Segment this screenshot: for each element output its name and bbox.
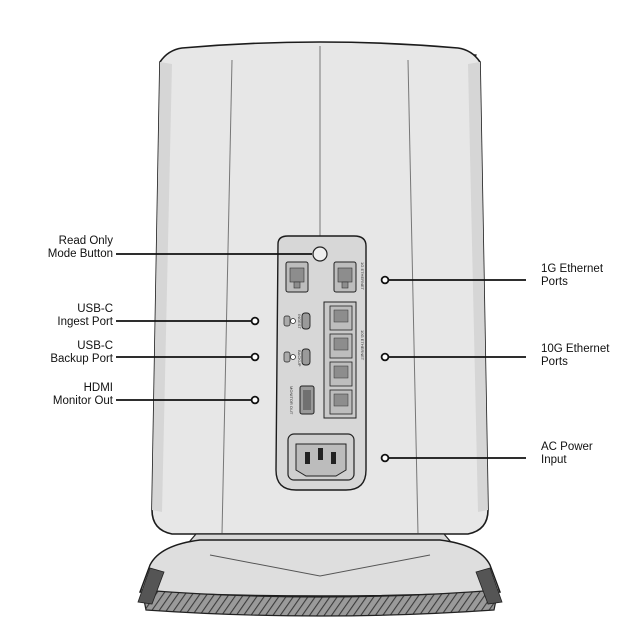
callout-line-1: AC Power bbox=[541, 441, 593, 453]
label-monitor-out: MONITOR OUT bbox=[289, 386, 294, 415]
callout-line-2: Input bbox=[541, 454, 567, 466]
io-panel: 1G ETHERNET INGEST BACKUP MONITOR OUT bbox=[275, 235, 367, 491]
ac-power-inlet[interactable] bbox=[287, 433, 355, 481]
callout-line-1: 1G Ethernet bbox=[541, 263, 604, 275]
label-backup: BACKUP bbox=[297, 350, 302, 367]
label-ingest: INGEST bbox=[297, 314, 302, 329]
callout-line-1: 10G Ethernet bbox=[541, 343, 610, 355]
callout-line-2: Ports bbox=[541, 276, 568, 288]
callout-usb-c-ingest-port: USB-C Ingest Port bbox=[57, 303, 113, 329]
stand-base bbox=[137, 533, 503, 617]
callout-line-2: Mode Button bbox=[47, 248, 113, 260]
ethernet-10g-ports[interactable] bbox=[323, 301, 357, 419]
callout-line-1: USB-C bbox=[77, 303, 113, 315]
usb-c-ingest-port[interactable] bbox=[283, 312, 311, 330]
callout-read-only-mode-button: Read Only Mode Button bbox=[48, 235, 113, 261]
callout-1g-ethernet-ports: 1G Ethernet Ports bbox=[541, 263, 603, 289]
leader-dot-10g bbox=[380, 352, 390, 362]
ethernet-1g-ports[interactable] bbox=[285, 261, 357, 293]
callout-line-1: Read Only bbox=[58, 235, 113, 247]
leader-dot-ac bbox=[380, 453, 390, 463]
read-only-button-icon[interactable] bbox=[312, 246, 328, 262]
leader-dot-backup bbox=[250, 352, 260, 362]
label-1g-ethernet: 1G ETHERNET bbox=[360, 262, 365, 291]
callout-line-1: USB-C bbox=[77, 340, 113, 352]
callout-line-2: Backup Port bbox=[50, 353, 113, 365]
hdmi-port[interactable] bbox=[299, 385, 315, 415]
label-10g-ethernet: 10G ETHERNET bbox=[360, 330, 365, 361]
callout-line-2: Monitor Out bbox=[52, 395, 113, 407]
callout-hdmi-monitor-out: HDMI Monitor Out bbox=[53, 382, 113, 408]
callout-usb-c-backup-port: USB-C Backup Port bbox=[50, 340, 113, 366]
usb-c-backup-port[interactable] bbox=[283, 348, 311, 366]
callout-line-2: Ports bbox=[541, 356, 568, 368]
callout-line-2: Ingest Port bbox=[57, 316, 113, 328]
leader-dot-1g bbox=[380, 275, 390, 285]
leader-dot-ingest bbox=[250, 316, 260, 326]
callout-10g-ethernet-ports: 10G Ethernet Ports bbox=[541, 343, 609, 369]
callout-lines bbox=[116, 253, 526, 463]
callout-line-1: HDMI bbox=[83, 382, 113, 394]
leader-dot-hdmi bbox=[250, 395, 260, 405]
callout-ac-power-input: AC Power Input bbox=[541, 441, 593, 467]
